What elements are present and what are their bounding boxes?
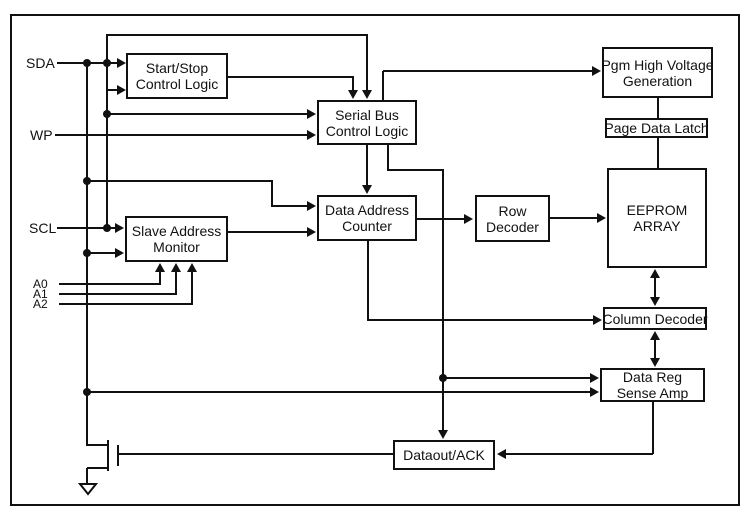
arrowhead-a0-into-monitor [155, 263, 165, 272]
mosfet-channel-bar [107, 440, 109, 471]
wire-a0-riser [159, 271, 161, 284]
wire-to-pgm-high-voltage [383, 70, 593, 72]
block-slave-address-monitor: Slave Address Monitor [125, 216, 228, 262]
arrowhead-scl-into-startstop [117, 85, 126, 95]
arrowhead-sda-into-startstop [117, 58, 126, 68]
arrowhead-into-row-decoder [464, 214, 473, 224]
arrowhead-wp-into-serial-bus [307, 130, 316, 140]
mosfet-gate-bar [117, 445, 119, 466]
pin-label-scl: SCL [29, 220, 57, 236]
wire-scl-to-startstop [107, 89, 118, 91]
arrowhead-into-data-reg-1 [590, 373, 599, 383]
link-column-data-reg [654, 339, 656, 358]
junction-dot [83, 177, 91, 185]
arrowhead-eeprom-to-column [650, 297, 660, 306]
wire-counter-a-bend [271, 180, 273, 207]
wire-scl-to-serial-bus [107, 113, 307, 115]
wire-counter-to-row-decoder [417, 218, 465, 220]
junction-dot [83, 59, 91, 67]
wire-a2 [59, 303, 193, 305]
arrowhead-a1-into-monitor [171, 263, 181, 272]
arrowhead-sda-into-monitor [115, 248, 124, 258]
block-data-address-counter: Data Address Counter [317, 195, 417, 241]
wire-serial-to-counter [366, 145, 368, 186]
junction-dot [83, 249, 91, 257]
pin-label-a1: A1 [33, 287, 48, 301]
wire-data-reg-drop [652, 402, 654, 454]
mosfet-drain-wire [87, 444, 108, 446]
wire-sda-to-counter-b [272, 205, 308, 207]
arrowhead-into-column-decoder [593, 315, 602, 325]
wire-data-reg-to-dataout [505, 453, 653, 455]
wire-sda-to-data-reg [87, 391, 591, 393]
diagram-border [10, 14, 740, 506]
wire-row-decoder-to-eeprom [550, 217, 598, 219]
arrowhead-monitor-into-counter [307, 227, 316, 237]
block-dataout-ack: Dataout/ACK [393, 440, 495, 470]
block-start-stop-control-logic: Start/Stop Control Logic [126, 53, 228, 99]
ground-icon [78, 483, 98, 496]
arrowhead-into-dataout-right [497, 449, 506, 459]
junction-dot [103, 110, 111, 118]
wire-serial-route-drop [387, 145, 389, 171]
pin-label-a2: A2 [33, 297, 48, 311]
junction-dot [103, 59, 111, 67]
block-eeprom-array: EEPROM ARRAY [607, 168, 707, 268]
junction-dot [439, 374, 447, 382]
rail-serial-route [442, 170, 444, 430]
pin-label-wp: WP [30, 127, 53, 143]
block-serial-bus-control-logic: Serial Bus Control Logic [317, 100, 417, 145]
arrowhead-scl-into-monitor [115, 223, 124, 233]
block-column-decoder: Column Decoder [602, 307, 708, 330]
arrowhead-into-serial-bus-1 [307, 109, 316, 119]
wire-feedback-drop [366, 35, 368, 91]
wire-sda-to-counter-a [87, 180, 273, 182]
arrowhead-into-pgm-high-voltage [592, 66, 601, 76]
arrowhead-into-data-reg-2 [590, 387, 599, 397]
block-row-decoder: Row Decoder [475, 195, 550, 242]
junction-dot [83, 388, 91, 396]
wire-counter-bottom-drop [367, 241, 369, 321]
arrowhead-into-counter-1 [307, 201, 316, 211]
block-pgm-high-voltage-generation: Pgm High Voltage Generation [601, 47, 714, 98]
rail-scl [106, 35, 108, 229]
wire-a2-riser [191, 271, 193, 304]
wire-monitor-to-counter [228, 231, 308, 233]
wire-startstop-output [228, 76, 354, 78]
arrowhead-datareg-to-column [650, 331, 660, 340]
wire-sda-to-monitor [87, 252, 116, 254]
link-pgm-to-page-latch [657, 98, 659, 118]
arrowhead-into-dataout-top [438, 430, 448, 439]
junction-dot [103, 224, 111, 232]
wire-dataout-to-gate [119, 453, 393, 455]
arrowhead-serial-into-counter [362, 185, 372, 194]
mosfet-source-drop [86, 468, 88, 484]
pin-label-sda: SDA [26, 55, 55, 71]
link-page-latch-to-eeprom [657, 137, 659, 168]
wire-to-data-reg-a [443, 377, 591, 379]
block-page-data-latch: Page Data Latch [604, 118, 709, 138]
block-data-reg-sense-amp: Data Reg Sense Amp [600, 368, 705, 402]
wire-counter-to-column-decoder [368, 319, 594, 321]
wire-startstop-drop [352, 77, 354, 91]
wire-a1 [59, 293, 177, 295]
wire-serial-bus-route [388, 169, 444, 171]
arrowhead-column-to-eeprom [650, 269, 660, 278]
arrowhead-a2-into-monitor [187, 263, 197, 272]
pin-label-a0: A0 [33, 277, 48, 291]
arrowhead-startstop-into-serial-bus [348, 90, 358, 99]
wire-wp [55, 134, 307, 136]
mosfet-source-wire [87, 467, 108, 469]
wire-pgm-riser [382, 71, 384, 100]
arrowhead-feedback-into-serial-bus [362, 90, 372, 99]
wire-top-feedback [106, 34, 368, 36]
arrowhead-into-eeprom [597, 213, 606, 223]
arrowhead-column-to-datareg [650, 358, 660, 367]
wire-a1-riser [175, 271, 177, 294]
wire-a0 [59, 283, 161, 285]
link-eeprom-column [654, 277, 656, 298]
